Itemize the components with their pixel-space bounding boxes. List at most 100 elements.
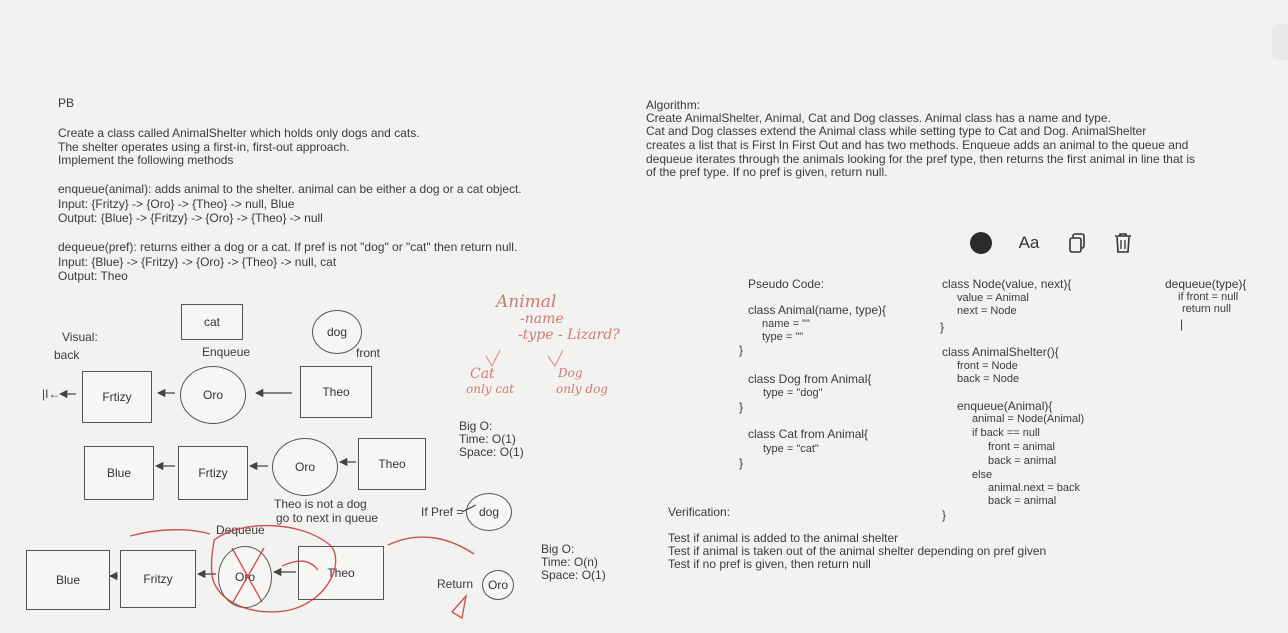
problem-line-2: The shelter operates using a first-in, f… [58,140,350,154]
shelter-enqueue-8: back = animal [988,495,1057,507]
bigo-enqueue-label: Big O: [459,419,493,433]
check-dog [547,349,564,368]
node-class-4: } [940,320,945,334]
pseudo-dog-1: class Dog from Animal{ [748,372,872,386]
copy-icon[interactable] [1064,224,1090,262]
dequeue-code-2: if front = null [1178,291,1239,303]
handwriting-name: -name [520,311,564,327]
pref-dog-circle: dog [466,493,512,531]
row3-node-2: Fritzy [120,550,196,608]
red-theo-to-return [387,536,475,555]
row3-node-4: Theo [298,546,384,600]
row3-node-3: Oro [218,546,272,608]
cat-box: cat [181,304,243,340]
enqueue-label: Enqueue [202,345,251,359]
dequeue-output: Output: Theo [58,269,128,283]
pseudo-label: Pseudo Code: [748,277,825,291]
pseudo-animal-2: name = "" [762,318,810,330]
dequeue-signature: dequeue(pref): returns either a dog or a… [58,240,518,254]
row3-node-1: Blue [26,550,110,610]
problem-line-3: Implement the following methods [58,153,234,167]
row2-node-3: Oro [272,438,338,496]
node-class-2: value = Animal [957,292,1029,304]
bigo-dequeue-space: Space: O(1) [541,568,606,582]
row2-node-1: Blue [84,446,154,500]
trash-icon[interactable] [1110,224,1136,262]
return-label: Return [437,577,474,591]
shelter-enqueue-5: back = animal [988,455,1057,467]
bigo-enqueue-space: Space: O(1) [459,445,524,459]
shelter-class-2: front = Node [957,360,1018,372]
shelter-class-3: back = Node [957,373,1020,385]
node-class-1: class Node(value, next){ [942,277,1072,291]
shelter-enqueue-1: enqueue(Animal){ [957,399,1053,413]
dequeue-label: Dequeue [216,523,265,537]
algorithm-line-4: dequeue iterates through the animals loo… [646,152,1195,166]
handwriting-type: -type - Lizard? [518,327,620,343]
pseudo-cat-3: } [739,456,744,470]
verification-test-1: Test if animal is added to the animal sh… [668,531,899,545]
pseudo-cat-1: class Cat from Animal{ [748,427,869,441]
algorithm-label: Algorithm: [646,98,701,112]
pseudo-animal-4: } [739,343,744,357]
row1-node-3: Theo [300,366,372,418]
shelter-enqueue-2: animal = Node(Animal) [972,413,1085,425]
font-style-button[interactable]: Aa [1018,233,1040,252]
enqueue-signature: enqueue(animal): adds animal to the shel… [58,182,522,196]
shelter-enqueue-9: } [942,508,947,522]
row1-node-2: Oro [180,366,246,424]
pseudo-dog-2: type = "dog" [763,387,823,399]
null-marker: |I← [42,387,61,401]
bigo-dequeue-label: Big O: [541,542,575,556]
shelter-enqueue-3: if back == null [972,427,1040,439]
algorithm-line-3: creates a list that is First In First Ou… [646,138,1189,152]
dog-circle: dog [312,310,362,354]
side-panel-edge[interactable] [1272,24,1288,60]
color-dot-icon[interactable] [968,224,994,262]
ink-toolbar: Aa [964,224,1131,262]
dequeue-code-3: return null [1182,303,1231,315]
row2-node-2: Frtizy [178,446,248,500]
algorithm-line-2: Cat and Dog classes extend the Animal cl… [646,124,1147,138]
shelter-enqueue-7: animal.next = back [988,482,1081,494]
shelter-class-1: class AnimalShelter(){ [942,345,1059,359]
row2-node-4: Theo [358,438,426,490]
verification-test-2: Test if animal is taken out of the anima… [668,544,1047,558]
handwriting-dog-only: only dog [556,382,608,396]
red-left-stroke [129,529,211,537]
theo-note-2: go to next in queue [276,511,379,525]
shelter-enqueue-4: front = animal [988,441,1055,453]
dequeue-input: Input: {Blue} -> {Fritzy} -> {Oro} -> {T… [58,255,337,269]
handwriting-animal: Animal [496,292,557,312]
return-oro-circle: Oro [482,570,514,600]
shelter-enqueue-6: else [972,469,993,481]
back-label: back [54,348,80,362]
enqueue-input: Input: {Fritzy} -> {Oro} -> {Theo} -> nu… [58,197,295,211]
pseudo-animal-1: class Animal(name, type){ [748,303,887,317]
algorithm-line-1: Create AnimalShelter, Animal, Cat and Do… [646,111,1111,125]
red-pointer [450,593,468,620]
check-cat [485,349,501,368]
pseudo-animal-3: type = "" [762,331,804,343]
algorithm-line-5: of the pref type. If no pref is given, r… [646,165,888,179]
node-class-3: next = Node [957,305,1017,317]
theo-note-1: Theo is not a dog [274,497,367,511]
handwriting-cat-only: only cat [466,382,515,396]
pseudo-dog-3: } [739,400,744,414]
row1-node-1: Frtizy [82,371,152,423]
visual-label: Visual: [62,330,98,344]
problem-line-1: Create a class called AnimalShelter whic… [58,126,420,140]
problem-label: PB [58,96,75,110]
if-pref-label: If Pref = [421,505,464,519]
verification-label: Verification: [668,505,731,519]
front-label: front [356,346,381,360]
handwriting-cat: Cat [470,366,495,382]
enqueue-output: Output: {Blue} -> {Fritzy} -> {Oro} -> {… [58,211,323,225]
bigo-enqueue-time: Time: O(1) [459,432,516,446]
pseudo-cat-2: type = "cat" [763,443,819,455]
dequeue-code-1: dequeue(type){ [1165,277,1247,291]
handwriting-dog: Dog [558,366,583,380]
bigo-dequeue-time: Time: O(n) [541,555,598,569]
dequeue-code-4: | [1180,317,1184,331]
verification-test-3: Test if no pref is given, then return nu… [668,557,871,571]
